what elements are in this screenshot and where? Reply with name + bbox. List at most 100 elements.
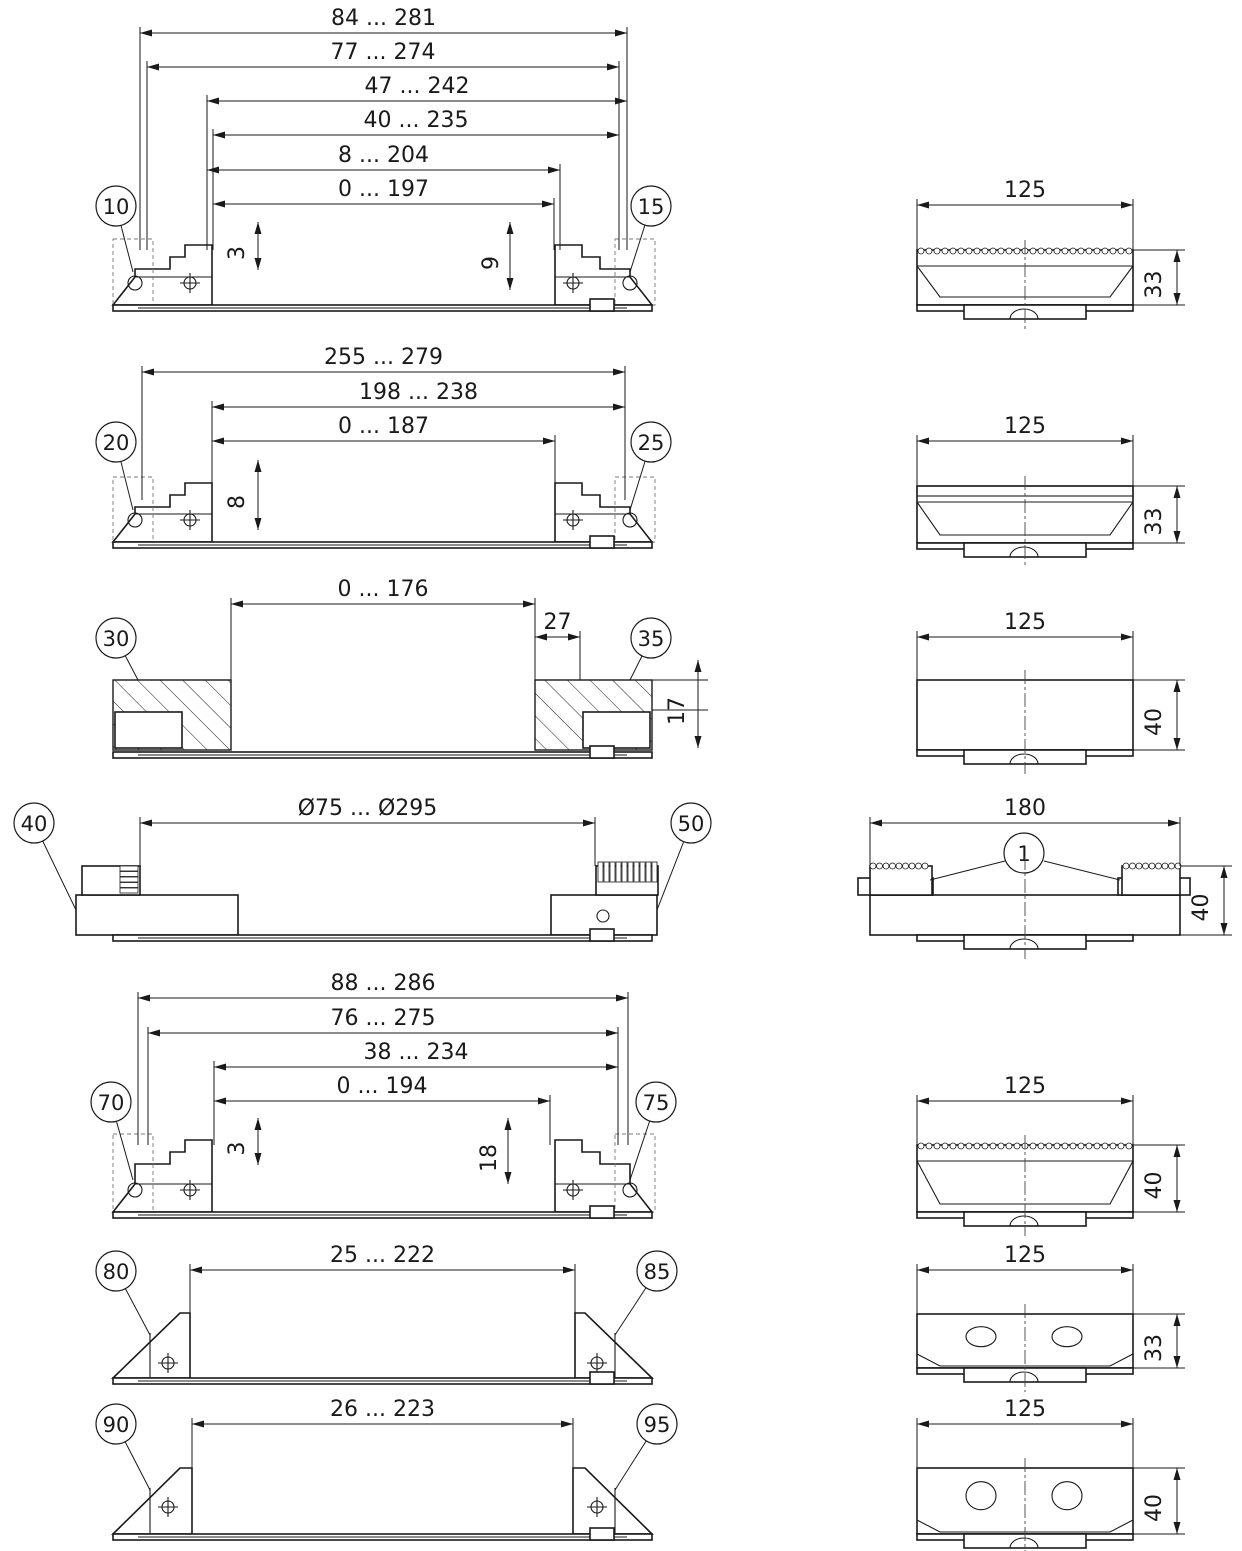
dimension-label: 40 — [1189, 894, 1214, 922]
serration — [915, 862, 922, 870]
dimension-arrow — [254, 1118, 262, 1130]
dimension-label: 198 ... 238 — [359, 380, 478, 405]
left-round-jaw — [75, 894, 239, 936]
dimension-label: 40 — [1142, 708, 1167, 736]
serration — [1069, 247, 1077, 255]
callout-circle — [95, 617, 137, 659]
serration — [1085, 1142, 1093, 1150]
serration — [965, 247, 973, 255]
callout-circle — [630, 421, 672, 463]
callout-circle — [630, 617, 672, 659]
pin-icon — [127, 275, 143, 291]
serration — [1148, 862, 1156, 870]
dimension-arrow — [254, 222, 262, 234]
dimension-arrow — [212, 437, 224, 445]
vertical-dimension: 40 — [1142, 1468, 1181, 1534]
serration — [882, 862, 890, 870]
callout-number: 80 — [103, 1260, 130, 1284]
horizontal-dimension: 125 — [916, 1243, 1134, 1314]
dimension-label: 40 ... 235 — [364, 108, 469, 133]
side-view-4: 1 180 40 — [857, 796, 1232, 959]
callout-bubble: 1 — [1003, 832, 1045, 874]
callout-bubble: 75 — [629, 1081, 677, 1181]
dimension-arrow — [142, 368, 154, 376]
dimension-arrow — [535, 633, 547, 641]
serration — [1061, 1142, 1069, 1150]
callout-number: 30 — [103, 627, 130, 651]
serration — [941, 247, 949, 255]
dimension-arrow — [254, 1153, 262, 1165]
right-wedge-jaw — [572, 1467, 654, 1535]
horizontal-dimension: 125 — [916, 414, 1134, 486]
dimension-label: 26 ... 223 — [330, 1397, 435, 1422]
serration — [949, 247, 957, 255]
callout-bubble: 15 — [629, 185, 672, 273]
pin-icon — [127, 512, 143, 528]
serration — [621, 861, 628, 883]
dimension-label: 125 — [1004, 414, 1046, 439]
side-hole-icon — [965, 1326, 997, 1348]
horizontal-dimension: 180 — [869, 796, 1181, 866]
horizontal-dimension: 125 — [916, 1074, 1134, 1145]
serration — [1122, 862, 1130, 870]
dimension-label: 0 ... 187 — [338, 414, 429, 439]
callout-number: 85 — [644, 1260, 671, 1284]
vertical-dimension: 40 — [1189, 866, 1228, 935]
dimension-arrow — [504, 1172, 512, 1184]
serration — [921, 862, 929, 870]
dimension-arrow — [694, 736, 702, 748]
dimension-label: 8 — [225, 495, 250, 509]
ghost-outline — [614, 476, 656, 543]
callout-circle — [1003, 832, 1045, 874]
dimension-arrow — [254, 460, 262, 472]
dimension-arrow — [1121, 1097, 1133, 1105]
serration — [989, 247, 997, 255]
horizontal-dimension: 125 — [916, 1397, 1134, 1468]
serration — [1093, 247, 1101, 255]
callout-bubble: 30 — [95, 617, 139, 681]
rail-key — [589, 535, 615, 549]
serration — [957, 1142, 965, 1150]
dimension-arrow — [207, 97, 219, 105]
dimension-arrow — [1173, 1145, 1181, 1157]
dimension-arrow — [1121, 1420, 1133, 1428]
serration — [1109, 1142, 1117, 1150]
horizontal-dimension: 255 ... 279 — [141, 345, 626, 500]
callout-bubble: 25 — [629, 421, 672, 511]
dimension-label: 88 ... 286 — [331, 971, 436, 996]
side-body — [916, 1144, 1134, 1213]
callout-circle — [13, 802, 55, 844]
dimension-arrow — [613, 368, 625, 376]
callout-number: 35 — [638, 627, 665, 651]
serration — [1029, 1142, 1037, 1150]
serration — [1155, 862, 1162, 870]
vertical-dimension: 17 — [665, 660, 702, 748]
dimension-label: 255 ... 279 — [324, 345, 443, 370]
dimension-arrow — [1173, 1522, 1181, 1534]
rail-key — [589, 298, 615, 312]
dimension-arrow — [917, 1420, 929, 1428]
side-hole-icon — [1051, 1326, 1083, 1348]
horizontal-dimension: 0 ... 194 — [213, 1074, 551, 1145]
dimension-arrow — [1121, 1266, 1133, 1274]
dimension-arrow — [543, 437, 555, 445]
dimension-arrow — [138, 994, 150, 1002]
right-jaw — [554, 244, 654, 306]
callout-number: 1 — [1017, 842, 1030, 866]
serration — [1168, 862, 1175, 870]
callout-bubble: 90 — [95, 1403, 151, 1491]
dimension-label: 76 ... 275 — [331, 1006, 436, 1031]
dimension-label: 27 — [544, 610, 572, 635]
callout-bubble: 70 — [90, 1081, 134, 1181]
vertical-dimension: 18 — [477, 1118, 512, 1184]
horizontal-dimension: 0 ... 176 — [230, 577, 536, 680]
side-left-grip — [869, 865, 933, 896]
dimension-arrow — [1173, 1356, 1181, 1368]
serration — [609, 861, 616, 883]
dimension-label: 38 ... 234 — [364, 1040, 469, 1065]
callout-circle — [95, 1403, 137, 1445]
dimension-label: 180 — [1004, 796, 1046, 821]
